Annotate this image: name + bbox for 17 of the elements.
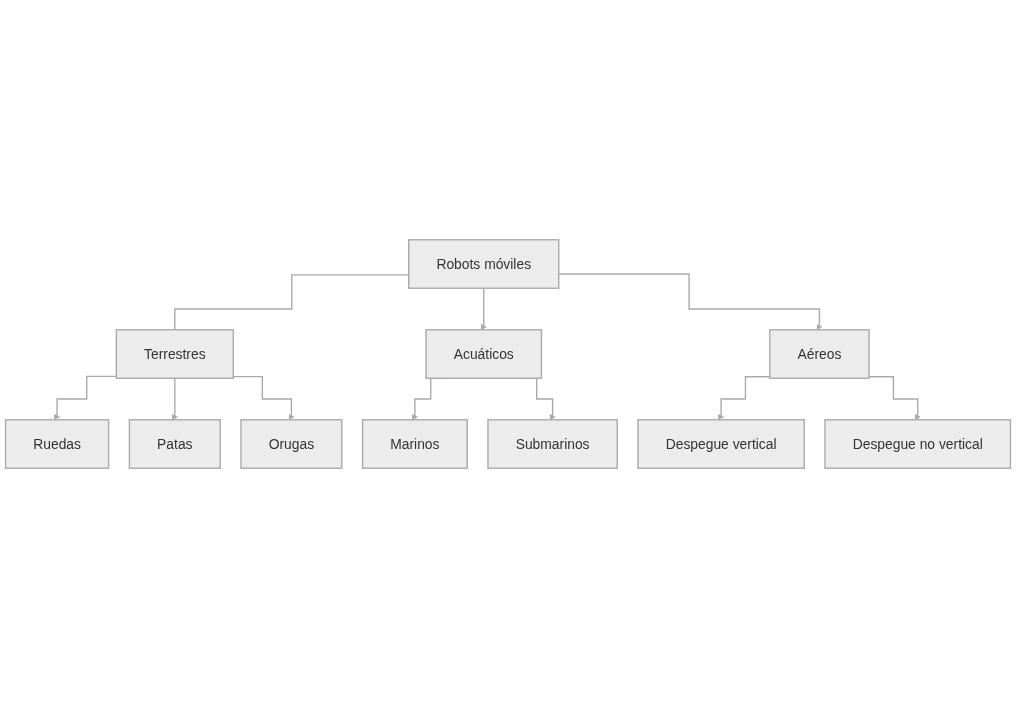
node-box: Orugas [240, 419, 343, 469]
node-box: Terrestres [115, 329, 234, 379]
node-box: Marinos [361, 419, 468, 469]
arrow [718, 376, 771, 421]
node-box: Robots móviles [408, 239, 560, 289]
node-box: Despegue no vertical [824, 419, 1012, 469]
node-box: Submarinos [487, 419, 618, 469]
node-box: Ruedas [4, 419, 110, 469]
arrow [868, 376, 921, 421]
node-box: Patas [128, 419, 221, 469]
node-box: Despegue vertical [637, 419, 805, 469]
arrow [171, 377, 178, 421]
arrow [558, 273, 823, 331]
node-box: Aéreos [769, 329, 870, 379]
arrow [232, 375, 295, 421]
arrow [480, 287, 487, 331]
node-box: Acuáticos [425, 329, 543, 379]
